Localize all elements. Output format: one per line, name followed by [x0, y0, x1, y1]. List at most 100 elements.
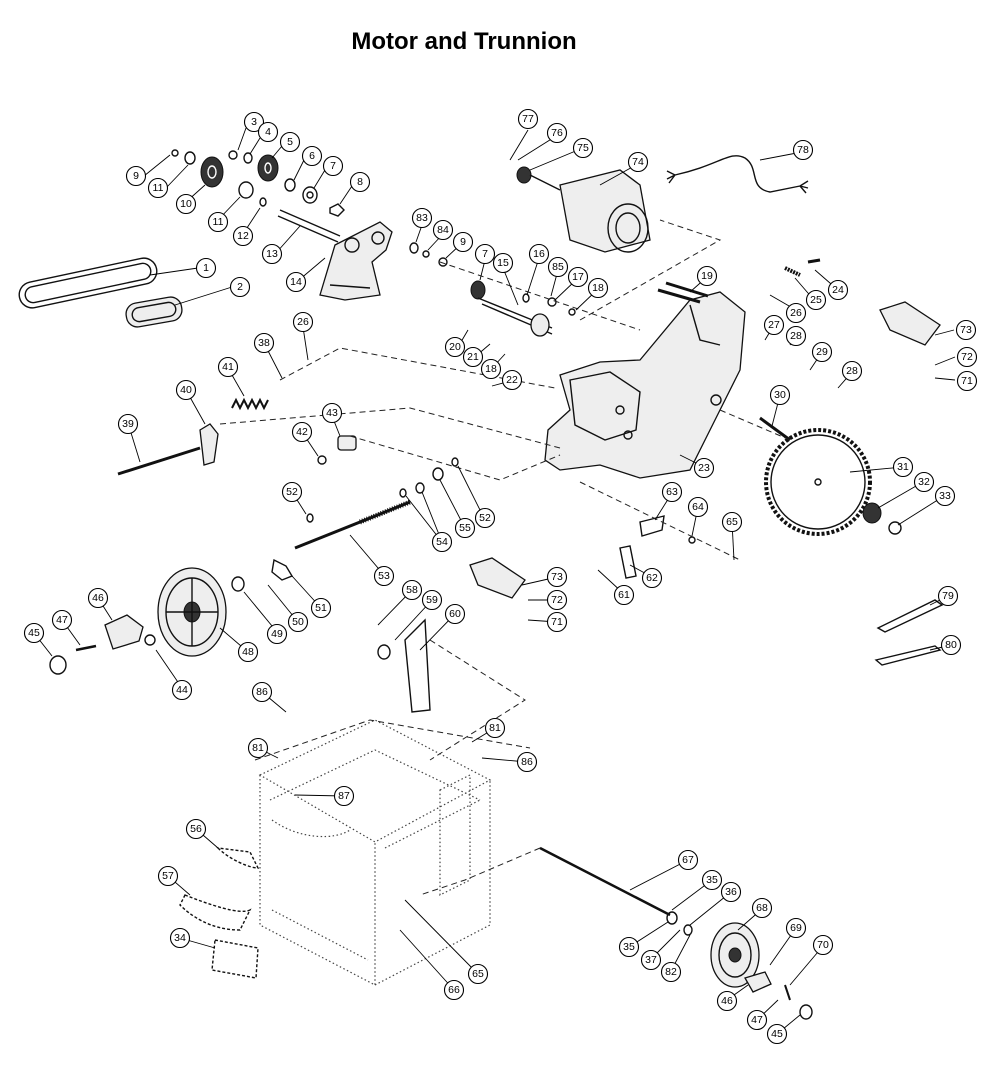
svg-text:38: 38: [258, 337, 270, 349]
callout-72: 72: [956, 346, 978, 368]
svg-text:7: 7: [482, 248, 488, 260]
callout-3: 3: [243, 111, 265, 133]
svg-text:65: 65: [726, 516, 738, 528]
arbor-small-parts: [409, 242, 576, 337]
callout-25: 25: [805, 289, 827, 311]
svg-text:56: 56: [190, 823, 202, 835]
svg-text:30: 30: [774, 389, 786, 401]
svg-text:69: 69: [790, 922, 802, 934]
svg-text:7: 7: [330, 160, 336, 172]
callout-81: 81: [484, 717, 506, 739]
svg-text:32: 32: [918, 476, 930, 488]
svg-text:20: 20: [449, 341, 461, 353]
callout-45: 45: [23, 622, 45, 644]
drive-belt: [18, 257, 158, 309]
callout-50: 50: [287, 611, 309, 633]
bolts: [117, 258, 821, 476]
svg-text:72: 72: [961, 351, 973, 363]
svg-text:82: 82: [665, 966, 677, 978]
svg-text:8: 8: [357, 176, 363, 188]
callout-87: 87: [333, 785, 355, 807]
svg-text:61: 61: [618, 589, 630, 601]
svg-text:54: 54: [436, 536, 448, 548]
svg-text:1: 1: [203, 262, 209, 274]
svg-text:67: 67: [682, 854, 694, 866]
side-panels: [179, 847, 260, 979]
bushing: [317, 435, 357, 465]
callout-28: 28: [841, 360, 863, 382]
svg-text:72: 72: [551, 594, 563, 606]
callout-10: 10: [175, 193, 197, 215]
svg-text:63: 63: [666, 486, 678, 498]
svg-text:14: 14: [290, 276, 302, 288]
svg-text:34: 34: [174, 932, 186, 944]
svg-text:24: 24: [832, 284, 844, 296]
svg-text:55: 55: [459, 522, 471, 534]
cabinet-stand: [258, 719, 492, 986]
callout-27: 27: [763, 314, 785, 336]
callout-57: 57: [157, 865, 179, 887]
callout-71: 71: [956, 370, 978, 392]
svg-text:65: 65: [472, 968, 484, 980]
callout-29: 29: [811, 341, 833, 363]
callout-59: 59: [421, 589, 443, 611]
callout-9: 9: [452, 231, 474, 253]
svg-text:43: 43: [326, 407, 338, 419]
callout-85: 85: [547, 256, 569, 278]
svg-text:62: 62: [646, 572, 658, 584]
lower-handwheel: [710, 922, 813, 1020]
svg-text:86: 86: [521, 756, 533, 768]
callout-11: 11: [207, 211, 229, 233]
callout-86: 86: [251, 681, 273, 703]
callout-41: 41: [217, 356, 239, 378]
svg-text:52: 52: [286, 486, 298, 498]
callout-37: 37: [640, 949, 662, 971]
callout-70: 70: [812, 934, 834, 956]
callout-31: 31: [892, 456, 914, 478]
svg-text:15: 15: [497, 257, 509, 269]
svg-text:11: 11: [213, 216, 224, 228]
callout-58: 58: [401, 579, 423, 601]
callout-11: 11: [147, 177, 169, 199]
svg-text:83: 83: [416, 212, 428, 224]
callout-82: 82: [660, 961, 682, 983]
callout-9: 9: [125, 165, 147, 187]
svg-text:78: 78: [797, 144, 809, 156]
svg-text:64: 64: [692, 501, 704, 513]
svg-text:9: 9: [133, 170, 139, 182]
svg-text:51: 51: [315, 602, 327, 614]
callout-34: 34: [169, 927, 191, 949]
svg-text:13: 13: [266, 248, 278, 260]
svg-text:45: 45: [771, 1028, 783, 1040]
callout-5: 5: [279, 131, 301, 153]
callout-46: 46: [716, 990, 738, 1012]
svg-text:73: 73: [551, 571, 563, 583]
svg-text:9: 9: [460, 236, 466, 248]
callout-21: 21: [462, 346, 484, 368]
svg-text:18: 18: [485, 363, 497, 375]
callout-30: 30: [769, 384, 791, 406]
tilt-shaft: [539, 846, 693, 936]
svg-text:35: 35: [706, 874, 718, 886]
svg-text:40: 40: [180, 384, 192, 396]
bracket: [377, 618, 431, 713]
callout-69: 69: [785, 917, 807, 939]
svg-text:85: 85: [552, 261, 564, 273]
callout-65: 65: [721, 511, 743, 533]
svg-text:60: 60: [449, 608, 461, 620]
callout-47: 47: [746, 1009, 768, 1031]
callout-76: 76: [546, 122, 568, 144]
svg-text:59: 59: [426, 594, 438, 606]
lock-knob: [199, 423, 219, 466]
svg-text:28: 28: [790, 330, 802, 342]
callout-33: 33: [934, 485, 956, 507]
wrench-80: [874, 645, 942, 666]
callout-73: 73: [955, 319, 977, 341]
svg-text:6: 6: [309, 150, 315, 162]
svg-text:19: 19: [701, 270, 713, 282]
svg-text:81: 81: [489, 722, 501, 734]
wrench-79: [876, 599, 944, 633]
callout-7: 7: [322, 155, 344, 177]
callout-18: 18: [587, 277, 609, 299]
callout-45: 45: [766, 1023, 788, 1045]
